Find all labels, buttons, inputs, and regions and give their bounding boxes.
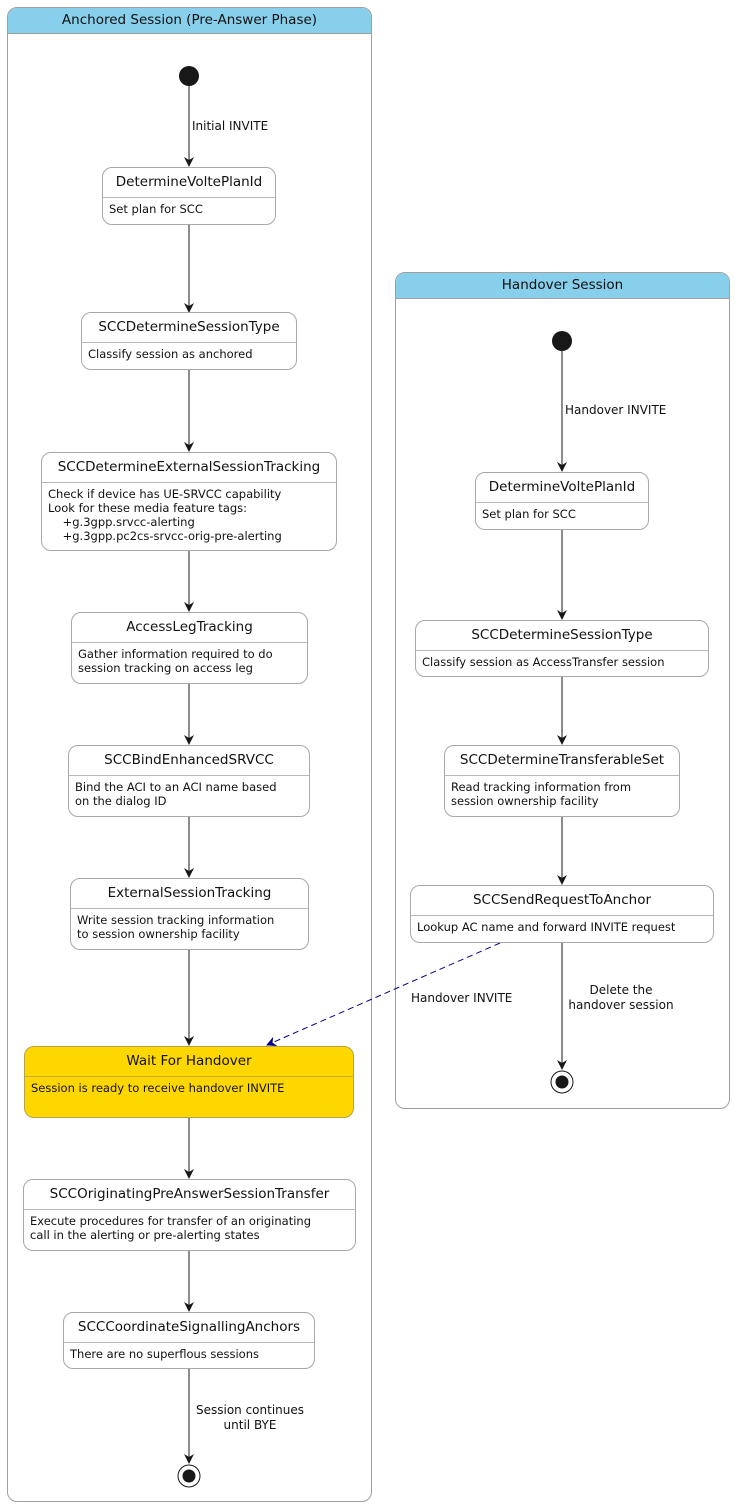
state-description: Execute procedures for transfer of an or… xyxy=(30,1214,311,1242)
anchored-final-edge-label: Session continues until BYE xyxy=(195,1403,305,1432)
state-scc-determine-external-session-tracking: SCCDetermineExternalSessionTracking Chec… xyxy=(41,452,337,551)
state-access-leg-tracking: AccessLegTracking Gather information req… xyxy=(71,612,308,684)
state-description: Bind the ACI to an ACI name based on the… xyxy=(75,780,277,808)
state-description: Classify session as AccessTransfer sessi… xyxy=(422,655,665,669)
anchored-final-pseudostate xyxy=(177,1464,201,1488)
state-title: ExternalSessionTracking xyxy=(71,879,308,909)
handover-final-pseudostate xyxy=(550,1070,574,1094)
state-title: SCCDetermineTransferableSet xyxy=(445,746,679,776)
state-scc-bind-enhanced-srvcc: SCCBindEnhancedSRVCC Bind the ACI to an … xyxy=(68,745,310,817)
handover-state-scc-determine-session-type: SCCDetermineSessionType Classify session… xyxy=(415,620,709,677)
anchored-initial-edge-label: Initial INVITE xyxy=(192,119,269,133)
state-description: Set plan for SCC xyxy=(482,507,576,521)
state-title: AccessLegTracking xyxy=(72,613,307,643)
anchored-session-title: Anchored Session (Pre-Answer Phase) xyxy=(8,8,371,34)
state-scc-coordinate-signalling-anchors: SCCCoordinateSignallingAnchors There are… xyxy=(63,1312,315,1369)
state-determine-volte-plan-id: DetermineVoltePlanId Set plan for SCC xyxy=(102,167,276,225)
handover-final-edge-label: Delete the handover session xyxy=(568,983,674,1012)
state-title: DetermineVoltePlanId xyxy=(103,168,275,198)
cross-edge-label: Handover INVITE xyxy=(411,991,513,1005)
state-external-session-tracking: ExternalSessionTracking Write session tr… xyxy=(70,878,309,950)
state-description: Session is ready to receive handover INV… xyxy=(31,1081,285,1095)
state-title: SCCCoordinateSignallingAnchors xyxy=(64,1313,314,1343)
state-description: Check if device has UE-SRVCC capability … xyxy=(48,487,282,543)
state-title: Wait For Handover xyxy=(25,1047,353,1077)
state-description: Write session tracking information to se… xyxy=(77,913,275,941)
handover-initial-pseudostate xyxy=(552,331,572,351)
state-title: SCCBindEnhancedSRVCC xyxy=(69,746,309,776)
state-scc-determine-session-type: SCCDetermineSessionType Classify session… xyxy=(81,312,297,370)
state-title: SCCDetermineExternalSessionTracking xyxy=(42,453,336,483)
handover-state-scc-determine-transferable-set: SCCDetermineTransferableSet Read trackin… xyxy=(444,745,680,817)
cross-edge-handover-invite xyxy=(266,942,501,1046)
state-title: SCCDetermineSessionType xyxy=(82,313,296,343)
state-description: Set plan for SCC xyxy=(109,202,203,216)
state-wait-for-handover: Wait For Handover Session is ready to re… xyxy=(24,1046,354,1118)
state-description: Classify session as anchored xyxy=(88,347,253,361)
handover-state-scc-send-request-to-anchor: SCCSendRequestToAnchor Lookup AC name an… xyxy=(410,885,714,943)
state-description: Lookup AC name and forward INVITE reques… xyxy=(417,920,676,934)
handover-session-title: Handover Session xyxy=(396,273,729,299)
anchored-initial-pseudostate xyxy=(179,66,199,86)
state-description: Read tracking information from session o… xyxy=(451,780,632,808)
state-title: DetermineVoltePlanId xyxy=(476,473,648,503)
state-description: Gather information required to do sessio… xyxy=(78,647,273,675)
handover-state-determine-volte-plan-id: DetermineVoltePlanId Set plan for SCC xyxy=(475,472,649,530)
state-title: SCCSendRequestToAnchor xyxy=(411,886,713,916)
handover-initial-edge-label: Handover INVITE xyxy=(565,403,667,417)
state-description: There are no superflous sessions xyxy=(70,1347,259,1361)
state-scc-originating-pre-answer-session-transfer: SCCOriginatingPreAnswerSessionTransfer E… xyxy=(23,1179,356,1251)
state-title: SCCDetermineSessionType xyxy=(416,621,708,651)
state-title: SCCOriginatingPreAnswerSessionTransfer xyxy=(24,1180,355,1210)
